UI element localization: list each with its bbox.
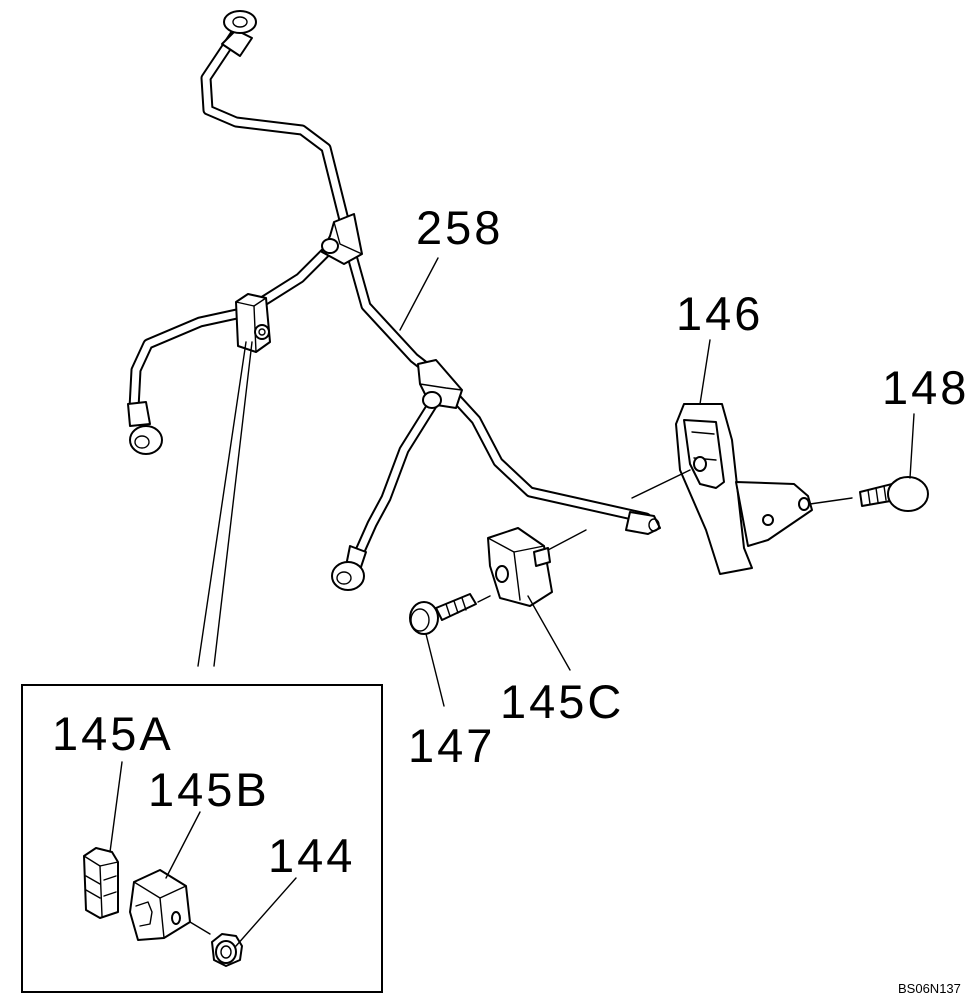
clamp-145c xyxy=(487,527,553,607)
bolt-147 xyxy=(409,593,477,635)
leader-lines xyxy=(109,257,915,947)
drawing-code: BS06N137 xyxy=(898,981,961,996)
detail-box xyxy=(21,684,383,993)
callout-148: 148 xyxy=(882,361,969,414)
detail-inset xyxy=(21,341,383,993)
nut-144 xyxy=(211,933,243,967)
banjo-fitting-left xyxy=(127,401,163,455)
leader-148 xyxy=(909,413,915,479)
bolt-148 xyxy=(859,476,929,512)
callout-145c: 145C xyxy=(500,675,624,728)
leak-off-tube-assembly xyxy=(127,10,661,591)
leader-145b xyxy=(165,811,201,879)
callout-145b: 145B xyxy=(148,763,270,816)
bracket-146 xyxy=(675,403,813,575)
callout-labels: 258 146 148 145C 147 145A 145B 144 xyxy=(52,201,969,882)
clamp-half-145b xyxy=(129,869,191,941)
leader-146 xyxy=(699,339,711,405)
callout-146: 146 xyxy=(676,287,763,340)
callout-144: 144 xyxy=(268,829,355,882)
clamp-half-145a xyxy=(83,847,119,919)
banjo-fitting-top xyxy=(221,10,257,57)
assembly-lines xyxy=(477,469,853,603)
tee-joint-upper xyxy=(321,213,363,265)
tube-end-cap xyxy=(625,511,661,535)
callout-145a: 145A xyxy=(52,707,174,760)
tube-clamp-installed xyxy=(235,293,271,353)
leader-144 xyxy=(235,877,297,947)
callout-258: 258 xyxy=(416,201,503,254)
leader-145c xyxy=(527,595,571,671)
leader-258 xyxy=(399,257,439,331)
leader-147 xyxy=(425,633,445,707)
callout-147: 147 xyxy=(408,719,495,772)
tee-joint-lower xyxy=(417,359,463,409)
banjo-fitting-lower xyxy=(331,545,367,591)
leader-145a xyxy=(109,761,123,853)
